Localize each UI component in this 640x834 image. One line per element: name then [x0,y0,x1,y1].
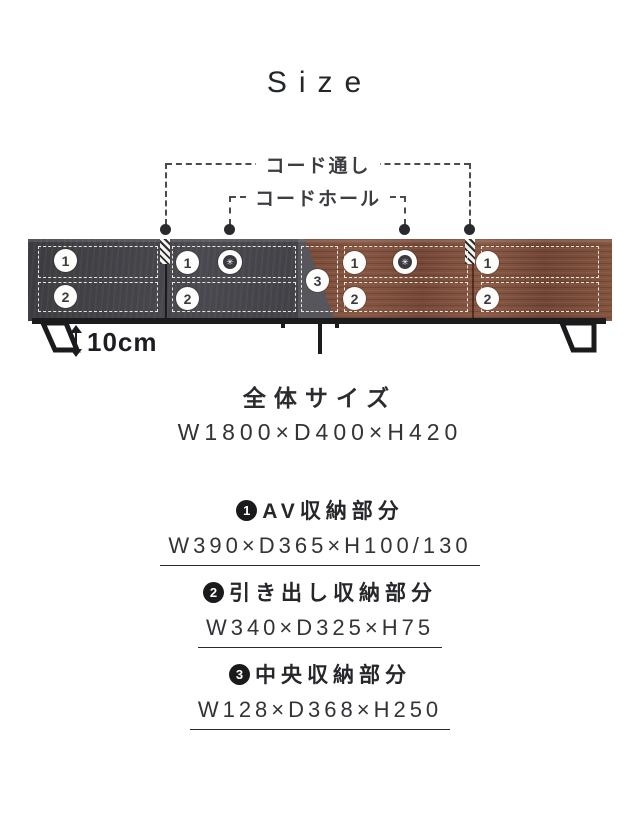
section-2-name: 引き出し収納部分 [229,582,437,605]
callout-dot [160,224,171,235]
cord-hole-label: コードホール [245,184,390,211]
height-arrow-icon [70,325,82,357]
cord-pass-label: コード通し [256,151,380,178]
cord-hole-label-wrap: コードホール [230,184,406,211]
door-seam [165,239,167,321]
cord-pass-callout-drop-left [165,163,167,225]
cord-pass-label-wrap: コード通し [166,151,470,178]
cord-hole-callout-drop-left [229,196,231,225]
section-1-heading: 1 AV収納部分 [0,495,640,525]
number-badge-av: 1 [54,249,77,272]
number-badge-drawer: 2 [343,287,366,310]
callout-dot [464,224,475,235]
cord-hole-icon: ✳ [393,250,417,274]
number-badge-drawer: 2 [476,287,499,310]
section-3-heading: 3 中央収納部分 [0,659,640,689]
frame-foot [335,322,339,328]
section-2-number-badge: 2 [203,581,224,603]
number-badge-drawer: 2 [176,287,199,310]
cord-pass-callout-drop-right [469,163,471,225]
overall-size-heading: 全体サイズ [242,385,398,411]
section-3-number-badge: 3 [229,663,250,685]
center-section-outline [301,246,338,312]
section-3-dimensions-row: W128×D368×H250 [0,697,640,730]
tv-board: 1 2 1 2 3 1 2 1 2 ✳ ✳ [28,239,612,321]
arrow-up-tip [70,325,82,333]
door2-drawer-outline [172,282,296,312]
door1-av-outline [38,246,158,278]
cord-slot-hatch-icon [465,239,475,264]
leg-height-label: 10cm [87,327,158,357]
overall-size-dimensions: W1800×D400×H420 [177,419,463,445]
section-3-dimensions: W128×D368×H250 [189,697,451,730]
arrow-down-tip [70,349,82,357]
section-1-number-badge: 1 [236,499,258,521]
callout-dot [224,224,235,235]
door1-drawer-outline [38,282,158,312]
cord-hole-callout-drop-right [404,196,406,225]
callout-dot [399,224,410,235]
right-leg-icon [558,320,597,353]
center-support-leg [318,322,322,354]
section-1-name: AV収納部分 [262,500,404,523]
cord-slot-hatch-icon [160,239,170,264]
section-1-dimensions-row: W390×D365×H100/130 [0,533,640,566]
cord-hole-icon: ✳ [218,250,242,274]
section-2-dimensions-row: W340×D325×H75 [0,615,640,648]
section-2-dimensions: W340×D325×H75 [197,615,443,648]
frame-foot [281,322,285,328]
section-2-heading: 2 引き出し収納部分 [0,577,640,607]
number-badge-drawer: 2 [54,285,77,308]
number-badge-av: 1 [476,251,499,274]
number-badge-av: 1 [343,251,366,274]
section-1-dimensions: W390×D365×H100/130 [160,533,480,566]
number-badge-center: 3 [306,269,329,292]
number-badge-av: 1 [176,251,199,274]
board-top-edge [28,239,612,242]
section-3-name: 中央収納部分 [255,664,411,687]
metal-frame-bar [32,318,606,324]
door-seam [472,239,474,321]
door2-av-outline [172,246,296,278]
arrow-bar [75,330,77,352]
page-title: Size [266,66,374,99]
